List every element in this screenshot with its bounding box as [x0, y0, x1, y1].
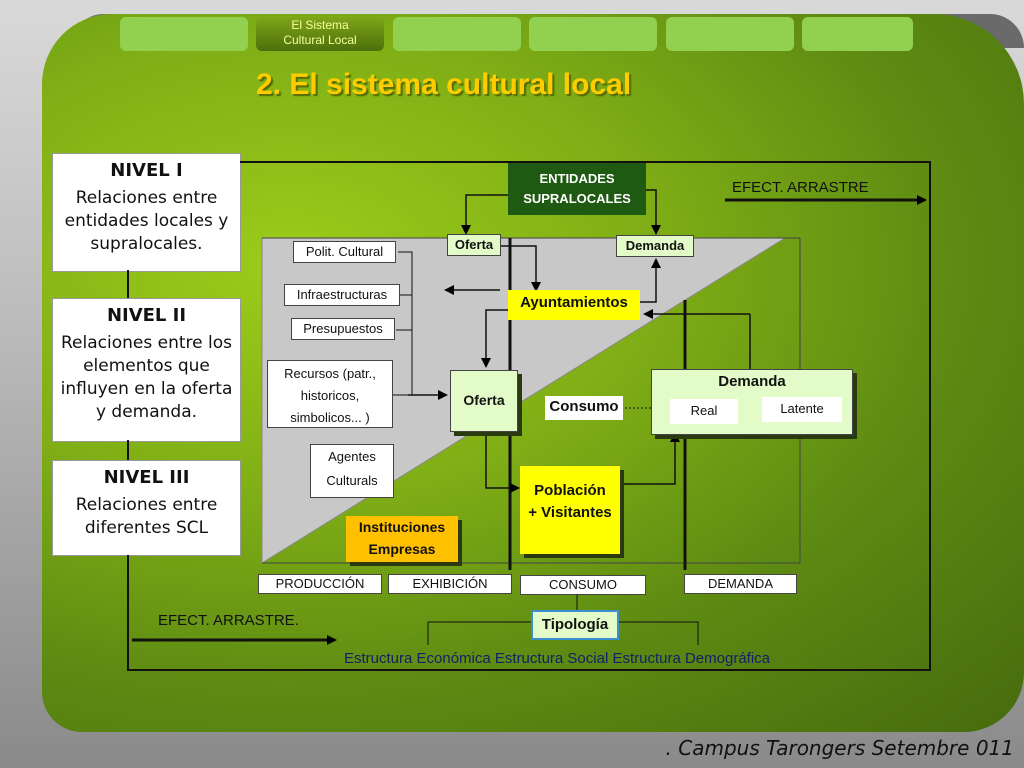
level-heading: NIVEL III	[103, 467, 190, 488]
agentes-label: Agentes Culturals	[326, 449, 378, 488]
poblacion-visitantes-box: Población + Visitantes	[520, 466, 620, 554]
entidades-label: ENTIDADES SUPRALOCALES	[523, 171, 631, 206]
infraestructuras-box: Infraestructuras	[284, 284, 400, 306]
level-heading: NIVEL II	[106, 305, 187, 326]
level-box-2: NIVEL II Relaciones entre los elementos …	[52, 298, 241, 442]
tipologia-box: Tipología	[531, 610, 619, 640]
nav-tab-el-sistema[interactable]: El Sistema Cultural Local	[256, 17, 384, 51]
level-body: Relaciones entre diferentes SCL	[75, 495, 218, 538]
real-label: Real	[690, 403, 718, 418]
ayuntamientos-box: Ayuntamientos	[508, 290, 640, 320]
oferta-mid-label: Oferta	[463, 392, 505, 408]
oferta-top-box: Oferta	[447, 234, 501, 256]
axis-label: DEMANDA	[707, 576, 773, 591]
nav-tab-4[interactable]	[529, 17, 657, 51]
nav-tab-1[interactable]	[120, 17, 248, 51]
level-box-1: NIVEL I Relaciones entre entidades local…	[52, 153, 241, 272]
nav-tab-label-line1: El Sistema	[291, 18, 349, 32]
infraestructuras-label: Infraestructuras	[296, 287, 388, 302]
instituciones-label: Instituciones Empresas	[358, 519, 446, 557]
real-box: Real	[670, 399, 738, 424]
nav-tab-5[interactable]	[666, 17, 794, 51]
oferta-mid-box: Oferta	[450, 370, 518, 432]
recursos-label: Recursos (patr., historicos, simbolicos.…	[284, 366, 376, 425]
axis-demanda: DEMANDA	[684, 574, 797, 594]
agentes-culturals-box: Agentes Culturals	[310, 444, 394, 498]
latente-label: Latente	[780, 401, 824, 416]
instituciones-empresas-box: Instituciones Empresas	[346, 516, 458, 562]
presupuestos-label: Presupuestos	[303, 321, 383, 336]
axis-exhibicion: EXHIBICIÓN	[388, 574, 512, 594]
demanda-label: Demanda	[718, 373, 786, 390]
tipologia-label: Tipología	[541, 616, 609, 633]
axis-consumo: CONSUMO	[520, 575, 646, 595]
polit-cultural-label: Polit. Cultural	[305, 244, 384, 259]
latente-box: Latente	[762, 397, 842, 422]
efect-arrastre-top-label: EFECT. ARRASTRE	[732, 179, 869, 196]
axis-label: CONSUMO	[549, 577, 617, 592]
axis-produccion: PRODUCCIÓN	[258, 574, 382, 594]
footer-text: . Campus Tarongers Setembre 011	[665, 736, 1014, 760]
axis-label: PRODUCCIÓN	[275, 576, 365, 591]
poblacion-label: Población + Visitantes	[528, 482, 612, 521]
level-body: Relaciones entre los elementos que influ…	[60, 333, 233, 422]
entidades-supralocales-box: ENTIDADES SUPRALOCALES	[508, 163, 646, 215]
efect-arrastre-bottom-label: EFECT. ARRASTRE.	[158, 612, 299, 629]
nav-tab-3[interactable]	[393, 17, 521, 51]
page-title: 2. El sistema cultural local	[256, 68, 632, 101]
nav-tab-label-line2: Cultural Local	[283, 33, 357, 47]
demanda-top-label: Demanda	[625, 238, 685, 253]
level-box-3: NIVEL III Relaciones entre diferentes SC…	[52, 460, 241, 556]
nav-tab-6[interactable]	[802, 17, 913, 51]
axis-label: EXHIBICIÓN	[412, 576, 488, 591]
polit-cultural-box: Polit. Cultural	[293, 241, 396, 263]
ayuntamientos-label: Ayuntamientos	[520, 294, 628, 311]
level-heading: NIVEL I	[110, 160, 183, 181]
estructura-label: Estructura Económica Estructura Social E…	[344, 650, 770, 667]
consumo-box: Consumo	[545, 396, 623, 420]
consumo-label: Consumo	[549, 398, 619, 415]
presupuestos-box: Presupuestos	[291, 318, 395, 340]
oferta-top-label: Oferta	[454, 237, 494, 252]
recursos-box: Recursos (patr., historicos, simbolicos.…	[267, 360, 393, 428]
level-body: Relaciones entre entidades locales y sup…	[64, 188, 229, 254]
demanda-top-box: Demanda	[616, 235, 694, 257]
